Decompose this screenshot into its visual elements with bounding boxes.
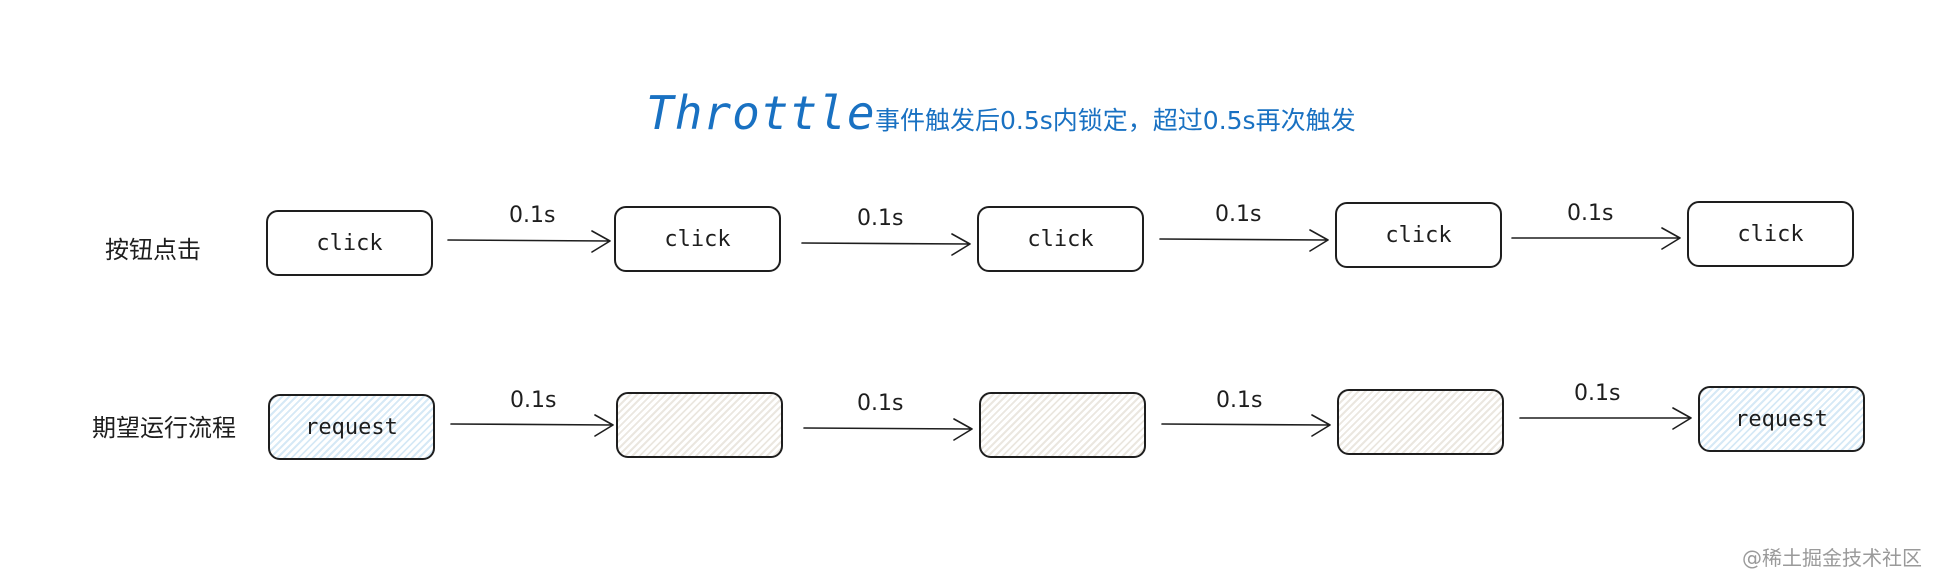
arrow	[1519, 407, 1692, 430]
row-label-expected-flow: 期望运行流程	[92, 414, 236, 442]
watermark: @稀土掘金技术社区	[1742, 546, 1922, 570]
arrow	[1511, 227, 1681, 250]
arrow-label: 0.1s	[1574, 381, 1621, 406]
row-label-button-click: 按钮点击	[105, 236, 201, 264]
diagram-subtitle: 事件触发后0.5s内锁定，超过0.5s再次触发	[875, 106, 1356, 135]
locked-box	[979, 392, 1146, 458]
arrow-label: 0.1s	[1567, 201, 1614, 226]
click-box: click	[614, 206, 781, 272]
arrow	[1161, 414, 1331, 437]
click-box: click	[1335, 202, 1502, 268]
locked-box	[1337, 389, 1504, 455]
locked-box	[616, 392, 783, 458]
request-box: request	[268, 394, 435, 460]
arrow-label: 0.1s	[510, 388, 557, 413]
arrow-label: 0.1s	[857, 206, 904, 231]
arrow-label: 0.1s	[1216, 388, 1263, 413]
request-box: request	[1698, 386, 1865, 452]
click-box: click	[1687, 201, 1854, 267]
click-box: click	[266, 210, 433, 276]
click-box: click	[977, 206, 1144, 272]
arrow	[450, 414, 614, 437]
arrow	[803, 418, 973, 441]
diagram-title: Throttle	[646, 86, 876, 140]
arrow	[801, 233, 971, 256]
arrow-label: 0.1s	[857, 391, 904, 416]
arrow	[447, 230, 611, 253]
arrow-label: 0.1s	[1215, 202, 1262, 227]
arrow-label: 0.1s	[509, 203, 556, 228]
arrow	[1159, 229, 1329, 252]
